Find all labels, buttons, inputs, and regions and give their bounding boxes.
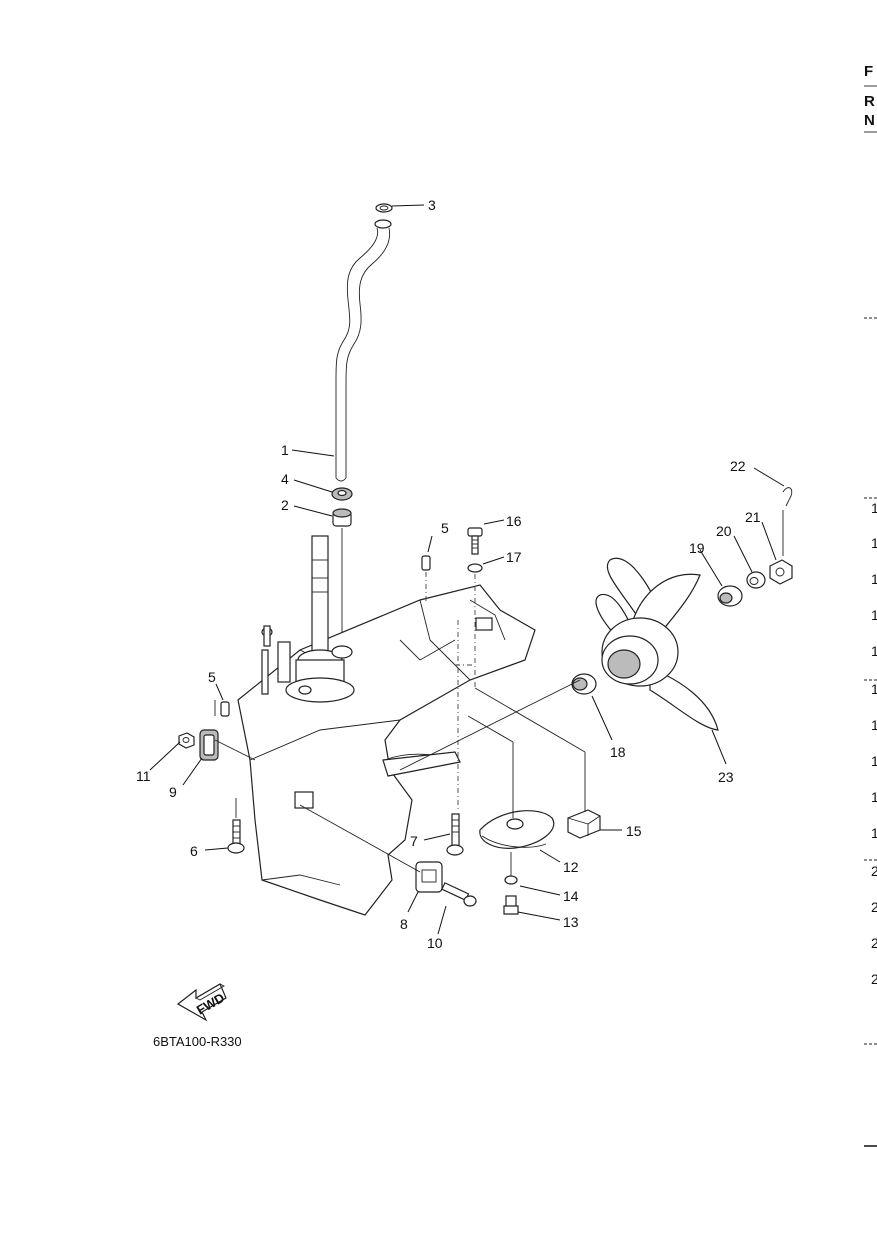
water-tube	[335, 219, 392, 482]
edge-row-mark: 1	[871, 643, 877, 659]
part-label-6: 6	[190, 843, 198, 859]
part-label-5-upper: 5	[441, 520, 449, 536]
part-label-14: 14	[563, 888, 579, 904]
edge-title-letter: F	[864, 63, 873, 80]
edge-row-mark: 1	[871, 681, 877, 697]
part-label-19: 19	[689, 540, 705, 556]
grommet-9	[199, 729, 219, 761]
edge-row-mark: 1	[871, 717, 877, 733]
grommet-2	[332, 508, 352, 527]
part-label-3: 3	[428, 197, 436, 213]
part-label-16: 16	[506, 513, 522, 529]
part-label-17: 17	[506, 549, 522, 565]
edge-row-mark: 1	[871, 607, 877, 623]
edge-row-mark: 2	[871, 935, 877, 951]
grommet-3	[375, 203, 393, 213]
edge-row-mark: 1	[871, 571, 877, 587]
edge-row-mark: 2	[871, 971, 877, 987]
bolt-6	[227, 819, 245, 854]
anode-12	[479, 810, 555, 849]
bolt-13	[503, 895, 519, 915]
bolt-7	[446, 813, 464, 856]
nut-11	[178, 732, 195, 749]
edge-line1-letter: R	[864, 93, 875, 110]
edge-row-mark: 1	[871, 535, 877, 551]
bolt-10	[441, 882, 477, 907]
grommet-3-inner	[379, 205, 389, 211]
part-label-23: 23	[718, 769, 734, 785]
part-label-9: 9	[169, 784, 177, 800]
spacer-18	[571, 673, 597, 695]
plate-8	[415, 861, 443, 893]
part-label-13: 13	[563, 914, 579, 930]
edge-row-mark: 1	[871, 753, 877, 769]
edge-row-mark: 1	[871, 500, 877, 516]
dowel-pin-lower	[220, 701, 230, 717]
cotter-pin-22	[782, 487, 793, 507]
washer-14	[504, 875, 518, 885]
spacer-20	[746, 571, 766, 589]
grommet-4	[331, 487, 353, 501]
lower-casing	[237, 584, 536, 916]
part-label-4: 4	[281, 471, 289, 487]
part-label-18: 18	[610, 744, 626, 760]
edge-line2-letter: N	[864, 112, 875, 129]
edge-row-mark: 2	[871, 899, 877, 915]
edge-row-mark: 1	[871, 825, 877, 841]
edge-row-mark: 1	[871, 789, 877, 805]
edge-row-marks: 1 1 1 1 1 1 1 1 1 1 2 2 2 2	[871, 500, 877, 987]
part-label-1: 1	[281, 442, 289, 458]
washer-19	[717, 585, 743, 607]
part-label-8: 8	[400, 916, 408, 932]
part-label-20: 20	[716, 523, 732, 539]
edge-row-mark: 2	[871, 863, 877, 879]
nut-21	[769, 559, 793, 585]
part-label-12: 12	[563, 859, 579, 875]
part-label-7: 7	[410, 833, 418, 849]
part-label-15: 15	[626, 823, 642, 839]
part-label-21: 21	[745, 509, 761, 525]
anode-15	[567, 809, 601, 839]
drive-shaft	[261, 535, 355, 703]
part-label-10: 10	[427, 935, 443, 951]
dowel-pin-upper	[421, 555, 431, 571]
part-label-2: 2	[281, 497, 289, 513]
bolt-16	[467, 527, 483, 555]
part-label-11: 11	[136, 768, 151, 784]
washer-17	[467, 563, 483, 573]
part-label-22: 22	[730, 458, 746, 474]
diagram-code: 6BTA100-R330	[153, 1034, 242, 1049]
fwd-arrow-icon: FWD	[176, 983, 227, 1022]
part-label-5-lower: 5	[208, 669, 216, 685]
propeller-23	[595, 557, 719, 731]
